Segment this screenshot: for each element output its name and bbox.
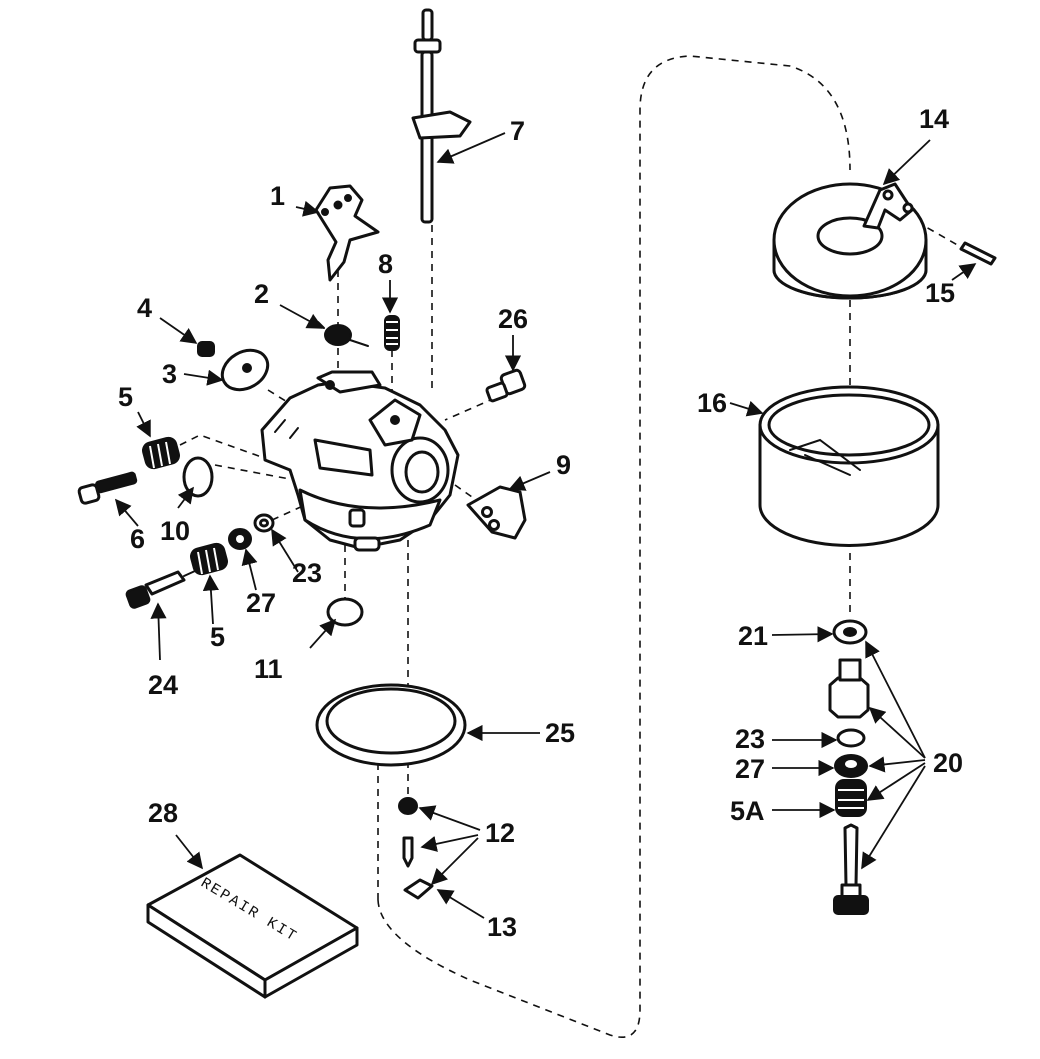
callout-12: 12: [485, 818, 515, 848]
alignment-line-9: [454, 484, 473, 498]
part-6-screw: [77, 471, 138, 505]
part-12-inlet-needle: [402, 836, 414, 868]
part-5-spring-upper: [142, 436, 180, 470]
part-11-plug: [326, 597, 364, 627]
part-8-spring: [384, 315, 400, 351]
callout-20: 20: [933, 748, 963, 778]
callout-6: 6: [130, 524, 145, 554]
callout-26: 26: [498, 304, 528, 334]
part-5-spring-lower: [190, 542, 228, 576]
callout-25: 25: [545, 718, 575, 748]
part-5A-spring: [835, 779, 867, 817]
part-2-spring: [317, 321, 369, 347]
callout-15: 15: [925, 278, 955, 308]
part-13-clip: [403, 878, 434, 900]
callout-7: 7: [510, 116, 525, 146]
callout-5A: 5A: [730, 796, 765, 826]
part-20-bowl-nut: [828, 658, 870, 719]
callout-10: 10: [160, 516, 190, 546]
part-3-choke-plate: [220, 348, 270, 392]
callout-8: 8: [378, 249, 393, 279]
callout-24: 24: [148, 670, 178, 700]
part-27-washer-left: [228, 528, 252, 550]
leader-lines: [114, 132, 977, 919]
callout-9: 9: [556, 450, 571, 480]
callout-labels: 1 2 3 4 5 6 7 8 9 10 11 12 13 14 15 16 2…: [118, 104, 963, 942]
callout-5-upper: 5: [118, 382, 133, 412]
carburetor-body: [260, 370, 460, 552]
part-4-screw: [197, 341, 215, 357]
callout-23-right: 23: [735, 724, 765, 754]
callout-5-lower: 5: [210, 622, 225, 652]
callout-21: 21: [738, 621, 768, 651]
part-20-main-jet-needle: [833, 823, 869, 915]
alignment-line-6: [214, 464, 296, 481]
float-bowl-boundary-dashed: [377, 55, 851, 1038]
part-28-repair-kit: REPAIR KIT: [146, 853, 359, 999]
callout-3: 3: [162, 359, 177, 389]
callout-23-left: 23: [292, 558, 322, 588]
part-1-bracket: [314, 184, 380, 282]
callout-13: 13: [487, 912, 517, 942]
part-16-float-bowl: [758, 385, 940, 547]
callout-27-left: 27: [246, 588, 276, 618]
callout-4: 4: [137, 293, 152, 323]
alignment-line-23: [271, 504, 306, 521]
callout-14: 14: [919, 104, 949, 134]
callout-27-right: 27: [735, 754, 765, 784]
part-10-welch-plug: [182, 456, 214, 498]
part-15-float-pin: [959, 241, 997, 266]
callout-1: 1: [270, 181, 285, 211]
alignment-line-26: [444, 397, 496, 421]
part-12-inlet-seat: [398, 797, 418, 815]
part-25-bowl-gasket: [315, 683, 467, 767]
callout-2: 2: [254, 279, 269, 309]
part-24-mixture-needle: [125, 570, 196, 609]
part-23-washer-left: [253, 513, 275, 533]
part-7-throttle-shaft: [411, 8, 472, 224]
callout-28: 28: [148, 798, 178, 828]
part-14-float: [772, 182, 928, 300]
part-26-fitting: [485, 368, 527, 403]
part-23-washer-right: [836, 728, 866, 748]
callout-11: 11: [254, 654, 283, 684]
part-9-gasket: [466, 485, 527, 540]
callout-16: 16: [697, 388, 727, 418]
part-21-gasket: [832, 619, 868, 645]
part-27-washer-right: [834, 754, 868, 778]
